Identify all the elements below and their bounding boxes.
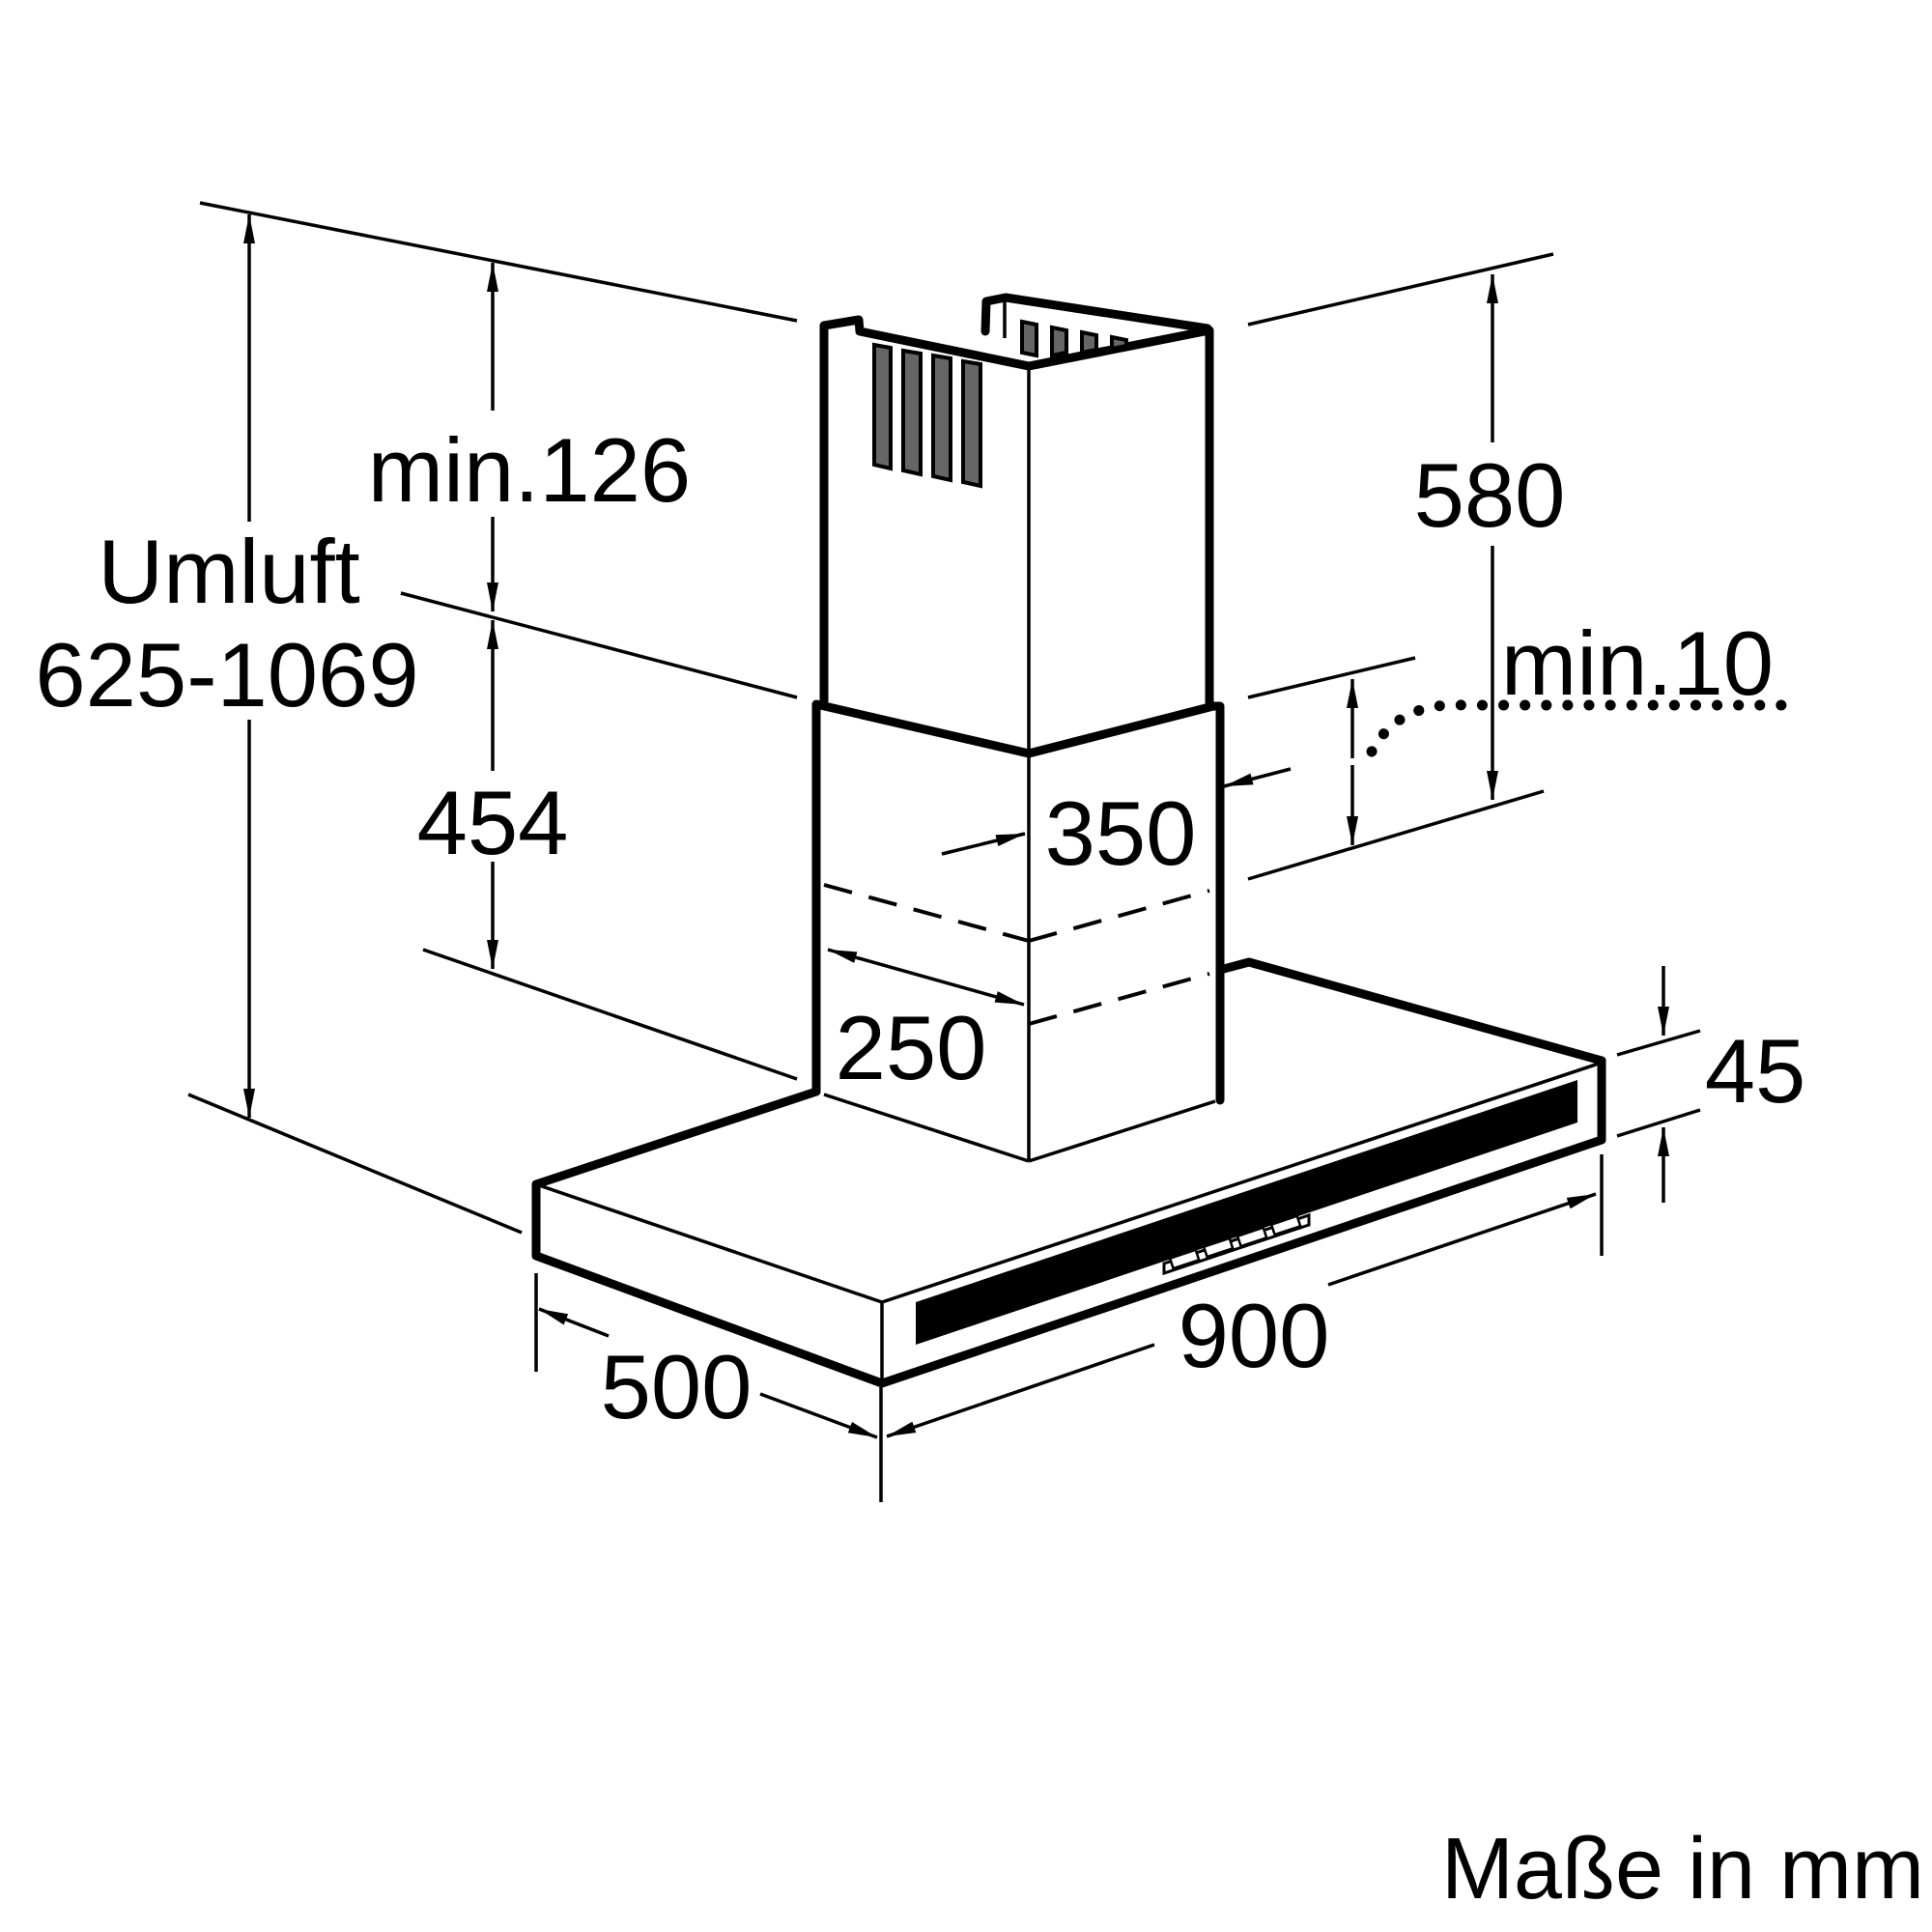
umluft-label: Umluft — [98, 521, 360, 622]
canopy-thickness-label: 45 — [1705, 1020, 1806, 1122]
vent-slot-4 — [961, 358, 982, 489]
vent-slot-1 — [872, 342, 893, 471]
chimney-depth-label: 250 — [836, 997, 987, 1098]
dimension-arrows — [243, 214, 1798, 1439]
vent-slot-2 — [901, 348, 923, 477]
control-panel — [1162, 1212, 1311, 1276]
wall-clearance-dotted-line — [1366, 699, 1798, 757]
min-gap-top-label: min.126 — [368, 419, 691, 521]
control-button-2[interactable] — [1202, 1236, 1235, 1259]
control-button-4[interactable] — [1269, 1214, 1302, 1236]
vent-slot-back-1 — [1020, 319, 1038, 358]
chimney-lower-label: 454 — [417, 772, 569, 873]
control-button-1[interactable] — [1168, 1248, 1201, 1270]
min-gap-wall-label: min.10 — [1501, 612, 1774, 714]
dimension-labels: Umluft 625-1069 min.126 454 580 min.10 3… — [35, 419, 1805, 1437]
vent-slot-back-3 — [1080, 329, 1098, 355]
light-strip — [916, 1080, 1577, 1345]
chimney-upper-label: 580 — [1414, 444, 1566, 546]
control-button-3[interactable] — [1236, 1226, 1268, 1248]
chimney-width-label: 350 — [1045, 782, 1197, 884]
hood-canopy — [531, 957, 1606, 1388]
units-note: Maße in mm — [1441, 1821, 1924, 1918]
vent-slot-back-2 — [1050, 325, 1068, 358]
chimney-upper — [819, 293, 1214, 753]
vent-slot-3 — [931, 353, 952, 483]
umluft-range-label: 625-1069 — [35, 624, 418, 725]
hood-depth-label: 500 — [601, 1336, 753, 1437]
chimney-lower — [811, 699, 1225, 1163]
vent-slot-back-4 — [1110, 334, 1128, 352]
hood-width-label: 900 — [1179, 1285, 1330, 1386]
